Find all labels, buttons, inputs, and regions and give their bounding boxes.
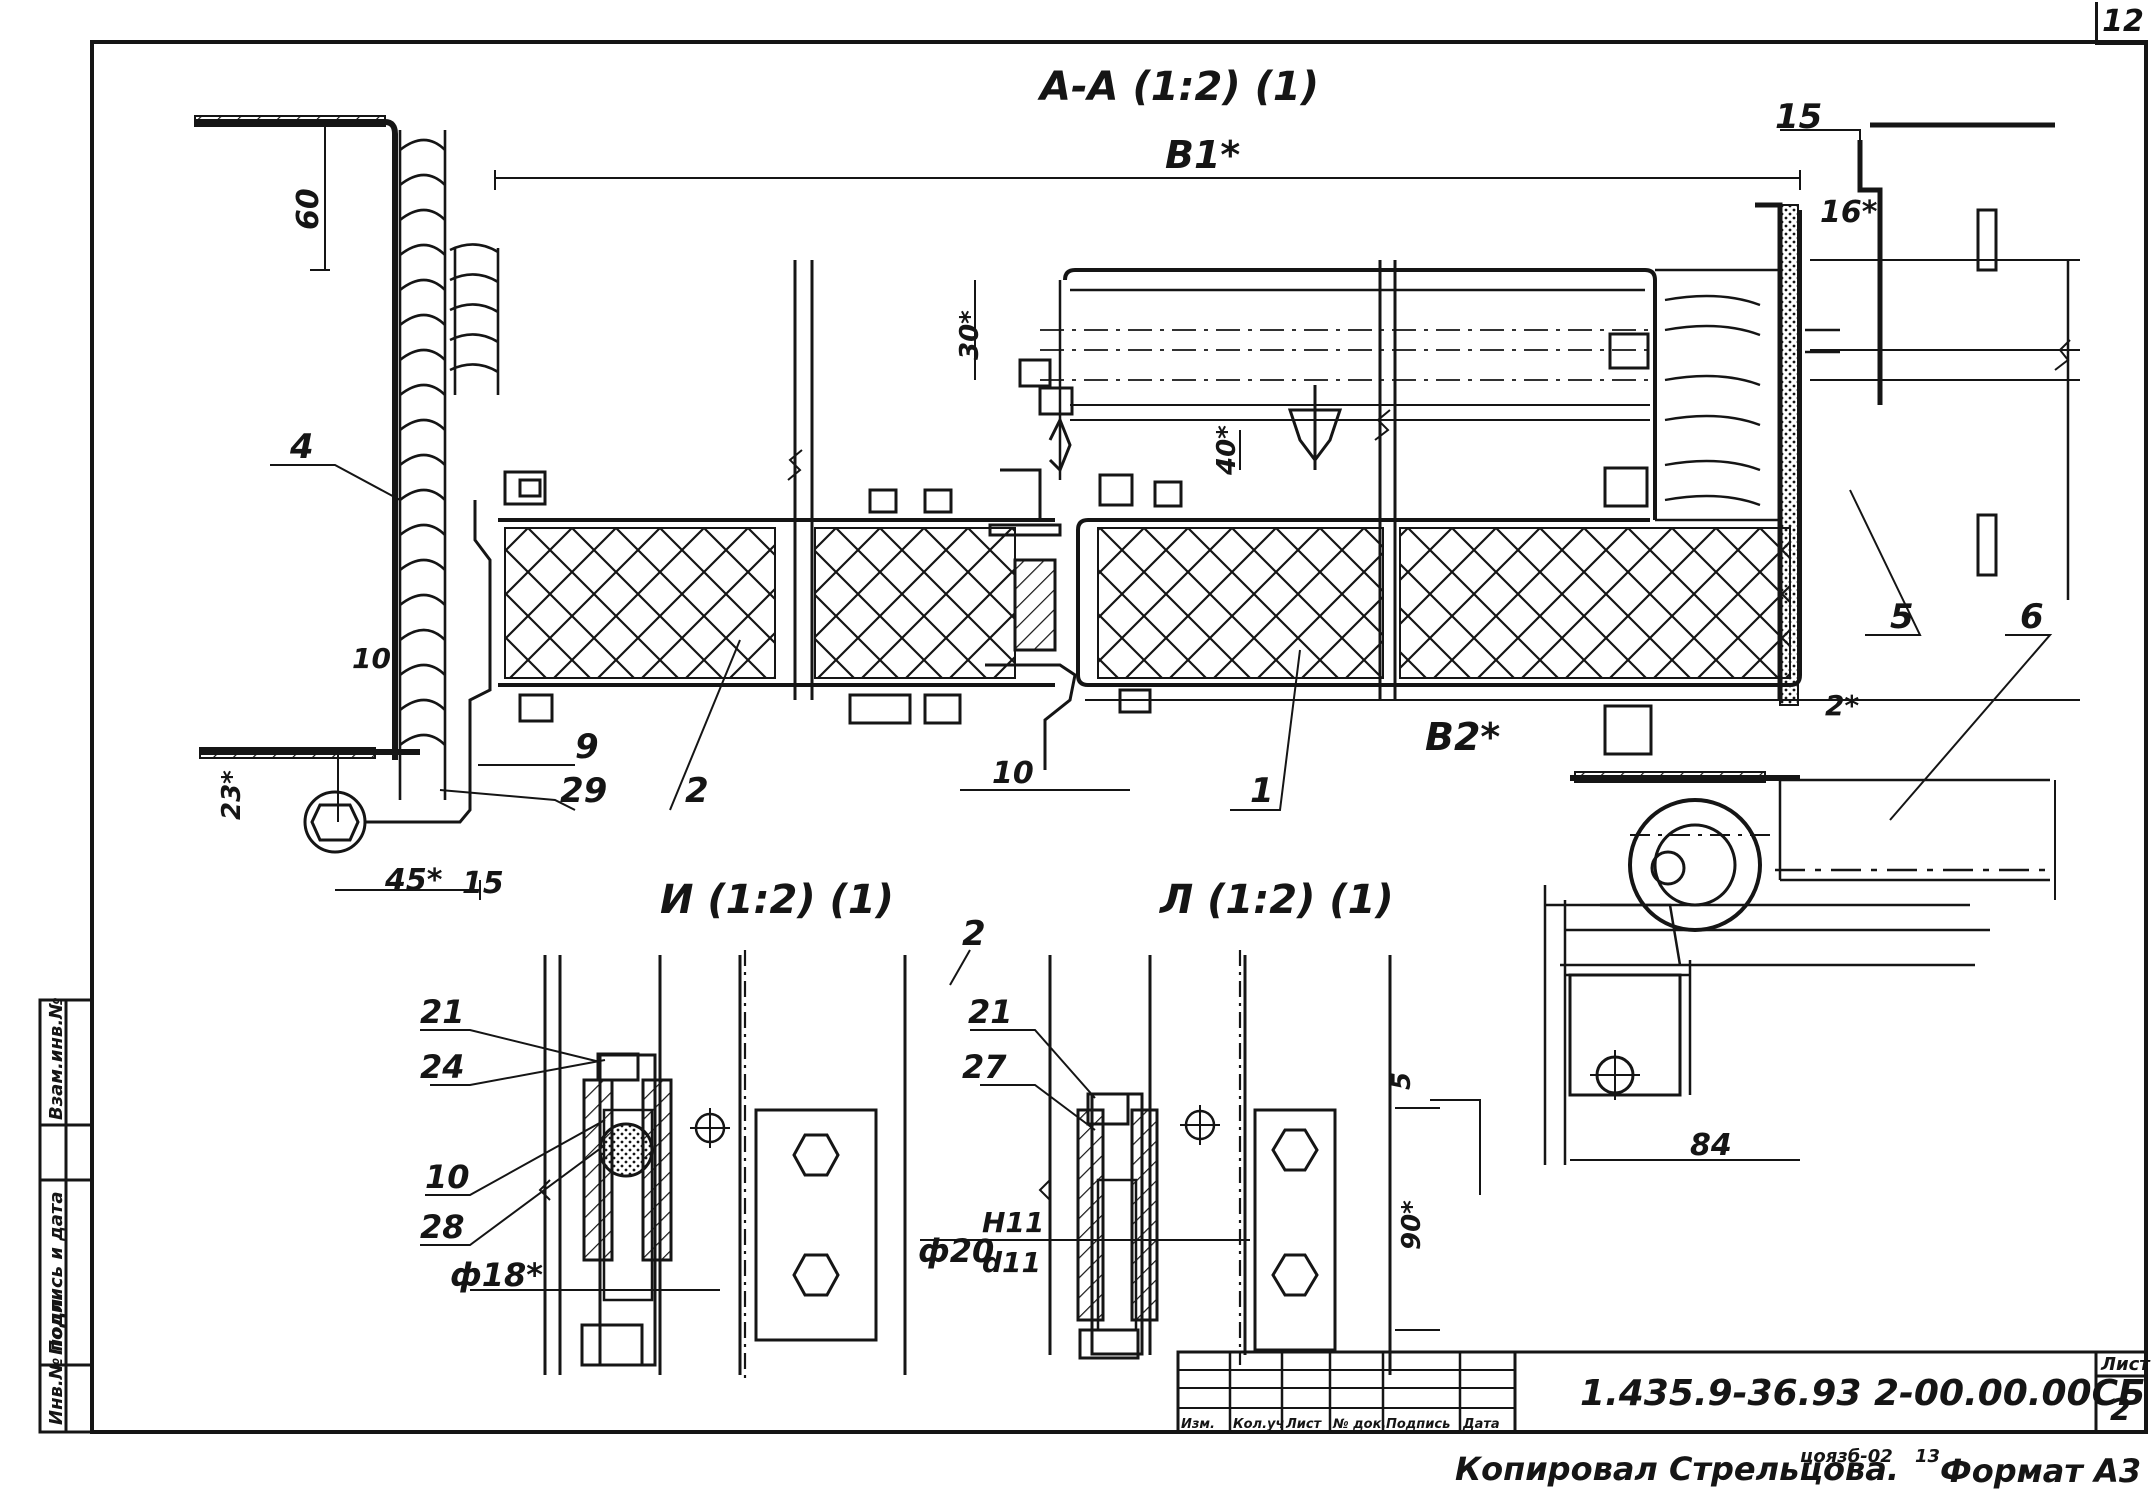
view-i bbox=[538, 950, 907, 1380]
view-l bbox=[1038, 950, 1392, 1375]
dim-fit-bottom: d11 bbox=[982, 1246, 1041, 1279]
section-title-l: Л (1:2) (1) bbox=[1159, 877, 1394, 923]
dim-10-mid: 10 bbox=[992, 756, 1034, 791]
callout-29: 29 bbox=[560, 771, 607, 811]
footer-order-no: 13 bbox=[1915, 1446, 1940, 1467]
section-a-a bbox=[194, 115, 2080, 1165]
dim-5: 5 bbox=[1387, 1072, 1417, 1090]
dim-10-left: 10 bbox=[352, 642, 391, 675]
callout-27: 27 bbox=[962, 1048, 1007, 1086]
dim-b2: B2* bbox=[1425, 715, 1500, 759]
callout-5: 5 bbox=[1890, 597, 1914, 637]
dim-b1: B1* bbox=[1165, 133, 1240, 177]
view-l-leaders bbox=[920, 1029, 1440, 1331]
footer-copied-by: Копировал Стрельцова. bbox=[1455, 1450, 1899, 1488]
dim-2: 2* bbox=[1825, 689, 1859, 722]
footer-order: цоязб-02 bbox=[1800, 1446, 1893, 1467]
callout-28: 28 bbox=[420, 1208, 465, 1246]
sheet-value: 2 bbox=[2110, 1393, 2131, 1428]
callout-21-i: 21 bbox=[420, 993, 465, 1031]
dimension-lines bbox=[310, 121, 2080, 1195]
dim-23: 23* bbox=[217, 770, 247, 820]
insulation-right-b bbox=[1399, 527, 1791, 679]
insulation-mid bbox=[814, 527, 1016, 679]
footer-format: Формат А3 bbox=[1940, 1452, 2141, 1490]
stamp-sign-date: Подпись и дата bbox=[46, 1192, 67, 1355]
dim-phi20: ф20 bbox=[918, 1232, 994, 1270]
insulation-left bbox=[504, 527, 776, 679]
sheet-label: Лист bbox=[2100, 1354, 2151, 1375]
dim-15-bottom: 15 bbox=[462, 866, 504, 901]
callout-4: 4 bbox=[289, 427, 314, 467]
dim-phi18: ф18* bbox=[450, 1256, 543, 1294]
section-title-i: И (1:2) (1) bbox=[660, 877, 894, 923]
title-block bbox=[1176, 1350, 2148, 1434]
callout-6: 6 bbox=[2020, 597, 2044, 637]
tb-col-date: Дата bbox=[1462, 1417, 1500, 1432]
dim-30: 30* bbox=[955, 310, 985, 360]
callout-24: 24 bbox=[420, 1048, 465, 1086]
dim-fit-top: H11 bbox=[982, 1206, 1044, 1239]
view-i-leaders bbox=[420, 949, 971, 1291]
tb-col-list: Лист bbox=[1285, 1417, 1323, 1432]
dim-40: 40* bbox=[1212, 425, 1242, 476]
insulation-right-a bbox=[1097, 527, 1384, 679]
center-joint bbox=[985, 416, 1077, 770]
callout-15: 15 bbox=[1775, 97, 1822, 137]
callout-1: 1 bbox=[1250, 771, 1274, 811]
section-title-a-a: A-A (1:2) (1) bbox=[1037, 64, 1319, 110]
dim-60: 60 bbox=[291, 188, 326, 230]
stamp-inv-podl: Инв.№ подл. bbox=[46, 1292, 67, 1425]
dim-16: 16* bbox=[1820, 195, 1878, 230]
callout-2: 2 bbox=[685, 771, 709, 811]
callout-10: 10 bbox=[425, 1158, 470, 1196]
leader-lines bbox=[270, 129, 2053, 821]
callout-9: 9 bbox=[575, 727, 599, 767]
roll-seal bbox=[398, 130, 500, 800]
dim-45: 45* bbox=[384, 863, 443, 898]
drawing-designation: 1.435.9-36.93 2-00.00.00СБ bbox=[1580, 1373, 2145, 1414]
tb-col-kol: Кол.уч bbox=[1233, 1417, 1284, 1432]
callout-2-view: 2 bbox=[962, 914, 986, 954]
stamp-vzam: Взам.инв.№ bbox=[46, 997, 67, 1120]
dim-90: 90* bbox=[1397, 1200, 1427, 1250]
tb-col-doc: № док. bbox=[1332, 1417, 1386, 1432]
callout-21-l: 21 bbox=[968, 993, 1013, 1031]
tb-col-sign: Подпись bbox=[1386, 1417, 1450, 1432]
drawing-frame bbox=[90, 40, 2148, 1434]
tb-col-izm: Изм. bbox=[1181, 1417, 1215, 1432]
dim-84: 84 bbox=[1690, 1128, 1732, 1163]
side-stamp bbox=[38, 998, 94, 1434]
